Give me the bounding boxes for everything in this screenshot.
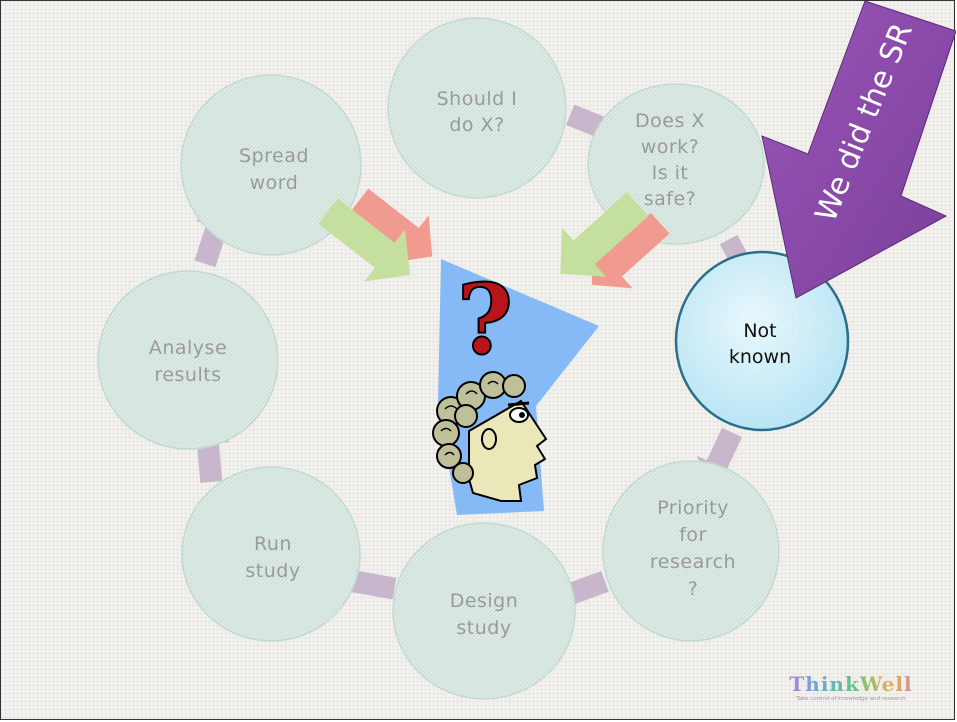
- node-analyse-results: [97, 270, 279, 450]
- node-spread-word: [180, 74, 362, 256]
- node-label-should-line2: do X?: [449, 114, 504, 136]
- node-label-notknown-line1: Not: [743, 320, 776, 342]
- node-run-study: [181, 466, 361, 642]
- node-should-do-x: [387, 17, 567, 199]
- node-label-analyse-line1: Analyse: [149, 337, 227, 359]
- question-mark: ?: [457, 263, 513, 376]
- node-label-does-line2: work?: [641, 136, 700, 158]
- node-label-priority-line2: for: [679, 524, 707, 546]
- node-label-priority-line1: Priority: [657, 497, 729, 519]
- head-icon: [432, 371, 548, 502]
- node-labels: Should I do X? Does X work? Is it safe? …: [149, 88, 791, 639]
- node-label-does-line3: Is it: [652, 162, 689, 184]
- node-label-should-line1: Should I: [437, 88, 518, 110]
- node-design-study: [392, 522, 576, 700]
- node-label-spread-line1: Spread: [239, 145, 309, 167]
- node-label-priority-line4: ?: [688, 578, 699, 600]
- node-label-analyse-line2: results: [154, 364, 221, 386]
- thinkwell-logo: ThinkWell Take control of knowledge and …: [771, 673, 931, 709]
- node-label-spread-line2: word: [250, 172, 299, 194]
- arrows-to-center: [318, 188, 670, 289]
- node-priority: [602, 460, 780, 642]
- logo-tagline: Take control of knowledge and research: [796, 696, 906, 702]
- we-did-the-sr-banner: [761, 1, 956, 299]
- node-label-priority-line3: research: [650, 551, 736, 573]
- red-arrow-right: [591, 212, 670, 289]
- green-arrow-left: [318, 198, 410, 282]
- green-arrow-right: [560, 192, 649, 277]
- red-arrow-left: [351, 188, 433, 263]
- logo-title: ThinkWell: [771, 673, 931, 695]
- node-label-design-line1: Design: [450, 590, 519, 612]
- node-label-notknown-line2: known: [729, 346, 791, 368]
- node-label-design-line2: study: [456, 617, 511, 639]
- node-not-known: [674, 250, 850, 432]
- thinker-illustration: ?: [432, 259, 599, 515]
- node-label-run-line1: Run: [254, 533, 292, 555]
- node-label-run-line2: study: [245, 560, 300, 582]
- node-label-does-line4: safe?: [644, 188, 697, 210]
- node-label-does-line1: Does X: [635, 110, 705, 132]
